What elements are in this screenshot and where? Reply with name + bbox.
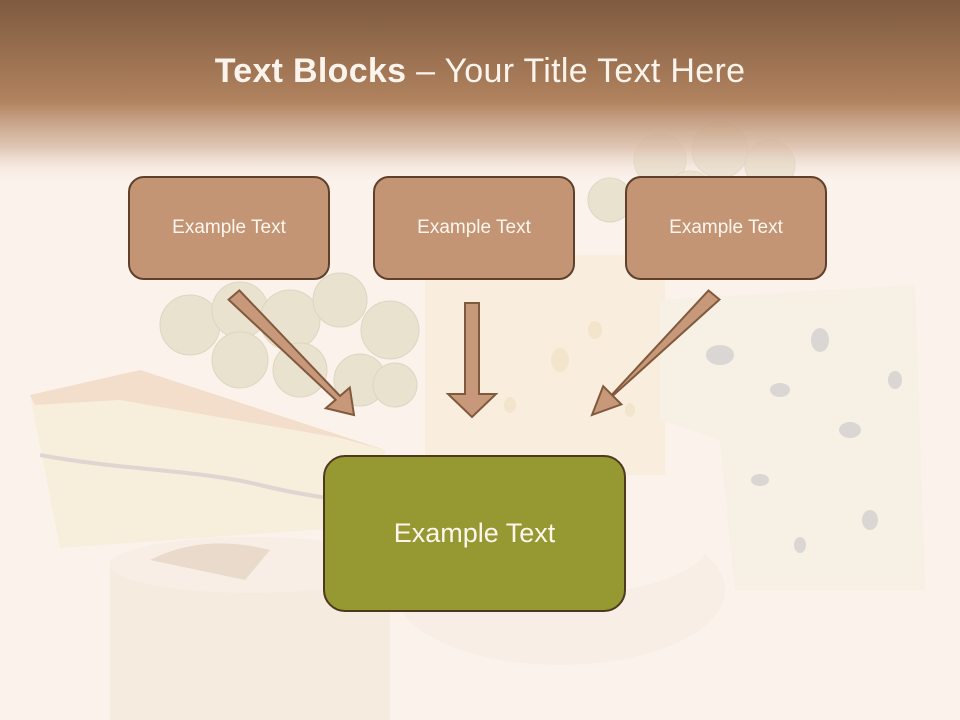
title-bold: Text Blocks xyxy=(214,52,407,90)
title-rest: Your Title Text Here xyxy=(444,52,746,90)
target-block-label: Example Text xyxy=(393,518,556,548)
text-block-right[interactable]: Example Text xyxy=(625,176,827,280)
title-dash: – xyxy=(406,52,445,90)
wedge-cheese-image xyxy=(30,370,385,548)
slide-title: Text Blocks – Your Title Text Here xyxy=(0,52,960,91)
target-block[interactable]: Example Text xyxy=(323,455,626,612)
text-block-center[interactable]: Example Text xyxy=(373,176,575,280)
text-block-left-label: Example Text xyxy=(172,217,286,238)
arrow-right xyxy=(590,289,722,417)
text-block-left[interactable]: Example Text xyxy=(128,176,330,280)
arrow-left xyxy=(227,289,356,417)
blue-cheese-image xyxy=(660,285,925,590)
text-block-right-label: Example Text xyxy=(669,217,783,238)
text-block-center-label: Example Text xyxy=(417,217,531,238)
arrow-center xyxy=(445,302,499,419)
